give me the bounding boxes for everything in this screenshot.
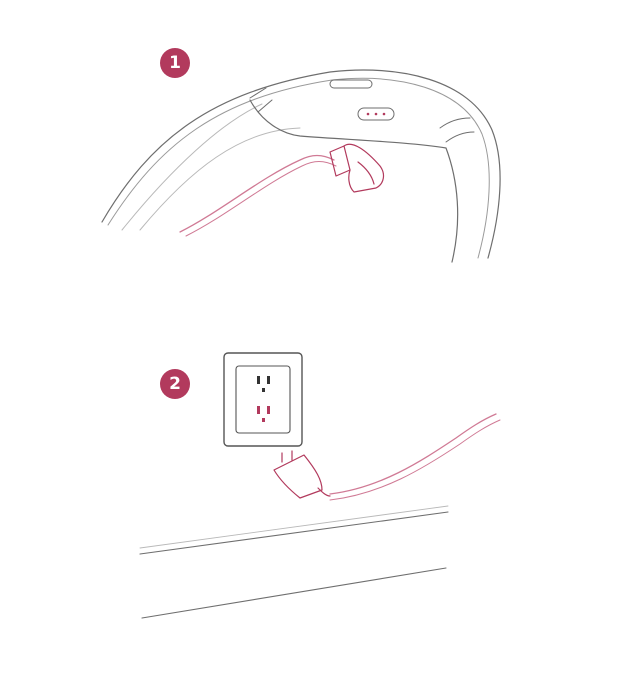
device-body-sweep (249, 99, 459, 263)
step-2-illustration (139, 352, 501, 619)
port-pin-2 (374, 112, 378, 116)
step-number-badge-1: 1 (160, 48, 190, 78)
port-pin-1 (366, 112, 370, 116)
device-segment-seam-right (439, 117, 475, 143)
device-top-slot (329, 79, 373, 89)
device-outer-contour (101, 69, 501, 259)
surface-line-upper-2 (139, 505, 449, 549)
charging-cable-1-b (185, 161, 337, 237)
device-inner-rim (121, 103, 263, 231)
charging-port (357, 107, 395, 121)
step-1-illustration (101, 69, 501, 263)
device-lower-contour (139, 127, 301, 231)
port-pin-3 (382, 112, 386, 116)
wall-outlet-face (235, 365, 291, 434)
adapter-cable-b (329, 419, 501, 501)
power-adapter (273, 450, 331, 499)
surface-line-upper (139, 511, 449, 555)
device-outer-contour-2 (107, 77, 490, 259)
device-segment-seam-left (249, 87, 273, 113)
charging-cable-1 (179, 154, 335, 233)
step-number-badge-2: 2 (160, 369, 190, 399)
cable-connector (329, 143, 385, 193)
surface-line-lower (141, 567, 447, 619)
upper-socket (257, 376, 270, 392)
adapter-cable (329, 413, 497, 495)
lower-socket-highlight (257, 406, 270, 422)
wall-outlet-plate (223, 352, 303, 447)
